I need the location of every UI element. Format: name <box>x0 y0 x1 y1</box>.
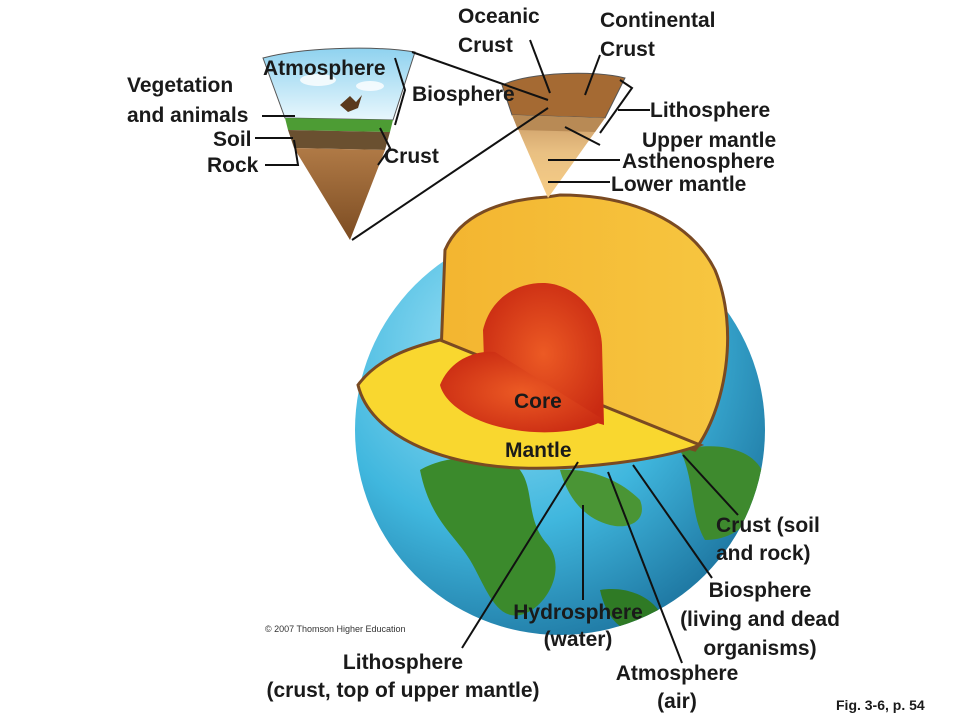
label-biosphere-bottom-line3: organisms) <box>703 637 817 660</box>
label-oceanic-crust-line2: Crust <box>458 34 513 57</box>
label-biosphere-bottom-line2: (living and dead <box>680 608 840 631</box>
leader-atmosphere-bottom <box>607 471 683 664</box>
leader-oceanic-crust <box>529 39 551 94</box>
atmosphere-wedge <box>262 47 416 240</box>
label-upper-mantle: Upper mantle <box>642 129 777 152</box>
label-continental-crust-line2: Crust <box>600 38 655 61</box>
leader-upper-mantle <box>564 126 601 146</box>
label-biosphere-bottom-line1: Biosphere <box>708 579 812 602</box>
label-lithosphere-bottom-line1: Lithosphere <box>342 651 464 674</box>
label-oceanic-crust-line1: Oceanic <box>458 5 540 28</box>
label-crust-soil-rock-line1: Crust (soil <box>716 514 820 537</box>
wedge-ground <box>285 118 393 132</box>
leader-lithosphere-bottom <box>461 461 579 649</box>
leader-lines <box>255 39 739 664</box>
wedge2-top <box>501 72 626 119</box>
label-hydrosphere-line2: (water) <box>543 628 613 651</box>
label-soil: Soil <box>213 128 252 151</box>
label-atmosphere-bottom-line1: Atmosphere <box>615 662 739 685</box>
connector-top <box>411 51 549 101</box>
globe <box>355 193 765 635</box>
connector-bottom <box>351 107 549 241</box>
label-rock: Rock <box>207 154 259 177</box>
bird-icon <box>340 95 362 112</box>
bracket-lithosphere <box>599 79 634 134</box>
label-lower-mantle: Lower mantle <box>611 173 747 196</box>
core-lower <box>440 351 604 433</box>
crust-wedge <box>501 72 626 198</box>
label-hydrosphere-line1: Hydrosphere <box>513 601 643 624</box>
wedge-soil <box>288 130 390 150</box>
label-crust-top: Crust <box>384 145 439 168</box>
leader-biosphere-bottom <box>632 464 713 579</box>
leader-crust-soil-rock <box>682 454 739 516</box>
wedge2-band <box>512 115 605 132</box>
figure-reference: Fig. 3-6, p. 54 <box>836 697 925 713</box>
label-lithosphere-bottom-line2: (crust, top of upper mantle) <box>266 679 540 702</box>
label-lithosphere-top: Lithosphere <box>650 99 771 122</box>
label-core: Core <box>514 390 562 413</box>
label-biosphere-top: Biosphere <box>412 83 515 106</box>
label-vegetation-line2: and animals <box>127 104 249 127</box>
continents <box>420 446 765 633</box>
cloud <box>300 74 336 86</box>
label-atmosphere-top: Atmosphere <box>263 57 386 80</box>
label-mantle: Mantle <box>505 439 572 462</box>
continent-arabia <box>560 469 642 527</box>
wedge-rock <box>294 148 385 240</box>
label-vegetation-line1: Vegetation <box>127 74 234 97</box>
label-asthenosphere: Asthenosphere <box>622 150 775 173</box>
label-crust-soil-rock-line2: and rock) <box>716 542 811 565</box>
copyright-text: © 2007 Thomson Higher Education <box>265 624 406 634</box>
continent-africa <box>420 457 556 616</box>
bracket-crust <box>377 127 392 166</box>
label-atmosphere-bottom-line2: (air) <box>657 690 697 713</box>
bracket-rock <box>265 139 300 166</box>
continent-asia-edge <box>680 446 765 540</box>
cloud <box>356 81 384 91</box>
leader-continental-crust <box>584 54 601 96</box>
bracket-biosphere <box>394 57 407 126</box>
label-continental-crust-line1: Continental <box>600 9 716 32</box>
